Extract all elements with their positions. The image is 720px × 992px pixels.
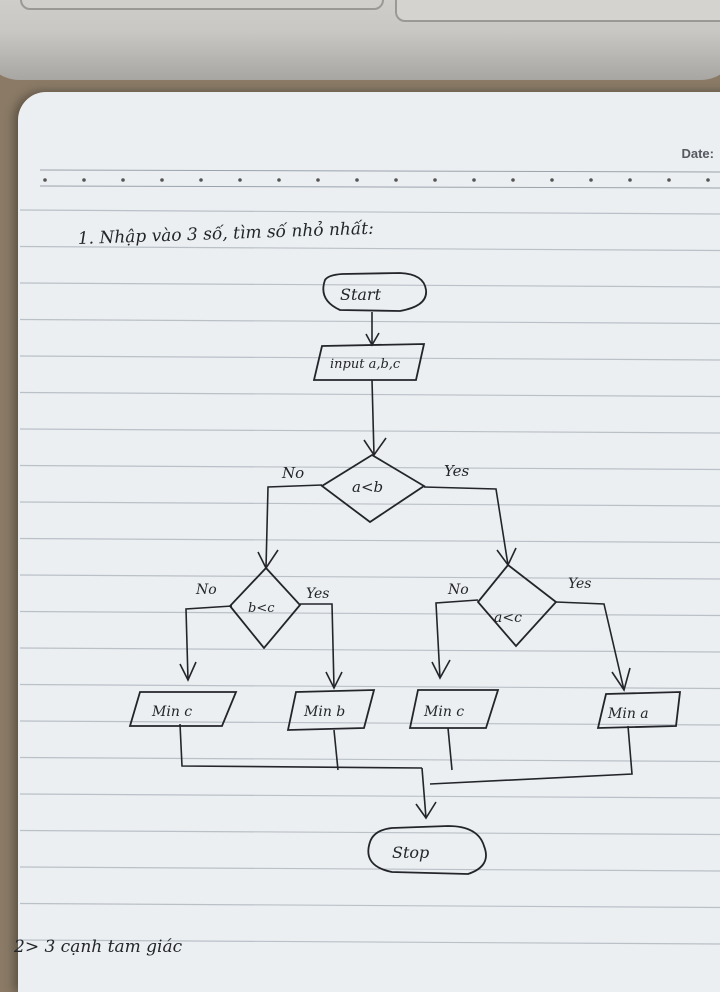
header-dot bbox=[238, 178, 242, 182]
decision-ab-label: a<b bbox=[352, 478, 383, 496]
flowchart-sheet: 1. Nhập vào 3 số, tìm số nhỏ nhất: bbox=[13, 169, 720, 957]
date-label: Date: bbox=[681, 146, 714, 161]
ruled-line bbox=[19, 318, 720, 325]
decision-a-lt-b: a<b bbox=[320, 453, 426, 524]
ruled-lines bbox=[19, 209, 720, 945]
stop-node: Stop bbox=[367, 825, 487, 875]
ruled-line bbox=[19, 355, 720, 361]
header-dot bbox=[433, 178, 437, 182]
ruled-line bbox=[19, 282, 720, 288]
ruled-line bbox=[19, 902, 720, 909]
header-dot bbox=[121, 178, 125, 182]
stop-label: Stop bbox=[392, 843, 429, 862]
header-dot bbox=[394, 178, 398, 182]
output-min-a: Min a bbox=[596, 691, 682, 729]
ruled-line bbox=[19, 501, 720, 507]
ruled-line bbox=[19, 209, 720, 215]
header-dot bbox=[472, 178, 476, 182]
start-node: Start bbox=[322, 272, 427, 312]
ruled-line bbox=[19, 756, 720, 763]
ruled-line bbox=[19, 866, 720, 872]
header-dot bbox=[316, 178, 320, 182]
header-dot bbox=[277, 178, 281, 182]
ruled-line bbox=[19, 939, 720, 945]
input-node: input a,b,c bbox=[312, 343, 426, 381]
header-dots bbox=[39, 169, 720, 189]
header-dot bbox=[628, 178, 632, 182]
laptop-key bbox=[395, 0, 720, 22]
header-dot bbox=[706, 178, 710, 182]
ruled-line bbox=[19, 464, 720, 471]
yes-label: Yes bbox=[306, 586, 330, 602]
no-label: No bbox=[447, 582, 469, 598]
ruled-line bbox=[19, 829, 720, 836]
header-dot bbox=[160, 178, 164, 182]
output-label: Min c bbox=[423, 704, 464, 720]
header-dot bbox=[355, 178, 359, 182]
ruled-line bbox=[19, 610, 720, 617]
output-label: Min b bbox=[303, 704, 345, 720]
header-dot bbox=[550, 178, 554, 182]
input-label: input a,b,c bbox=[330, 357, 401, 372]
ruled-line bbox=[19, 537, 720, 544]
decision-b-lt-c: b<c bbox=[228, 566, 302, 650]
header-dot bbox=[589, 178, 593, 182]
header-dot bbox=[82, 178, 86, 182]
header-dot bbox=[43, 178, 47, 182]
decision-ac-label: a<c bbox=[494, 610, 522, 626]
output-min-b: Min b bbox=[286, 689, 376, 731]
output-min-c-2: Min c bbox=[408, 689, 500, 729]
header-dot bbox=[667, 178, 671, 182]
output-min-c: Min c bbox=[128, 691, 238, 727]
ruled-line bbox=[19, 647, 720, 653]
ruled-line bbox=[19, 428, 720, 434]
ruled-line bbox=[19, 793, 720, 799]
yes-label: Yes bbox=[568, 576, 592, 592]
page-title: 1. Nhập vào 3 số, tìm số nhỏ nhất: bbox=[77, 219, 374, 249]
output-label: Min a bbox=[607, 706, 649, 722]
ruled-line bbox=[19, 245, 720, 252]
yes-label: Yes bbox=[444, 462, 469, 480]
header-dot bbox=[199, 178, 203, 182]
output-label: Min c bbox=[151, 704, 192, 720]
no-label: No bbox=[281, 464, 304, 482]
decision-bc-label: b<c bbox=[248, 601, 275, 616]
next-exercise-note: 2> 3 cạnh tam giác bbox=[13, 937, 183, 957]
ruled-line bbox=[19, 683, 720, 690]
start-label: Start bbox=[340, 285, 382, 304]
connectors bbox=[179, 312, 633, 820]
ruled-line bbox=[19, 391, 720, 398]
ruled-line bbox=[19, 720, 720, 726]
ruled-line bbox=[19, 574, 720, 580]
header-dot bbox=[511, 178, 515, 182]
decision-a-lt-c: a<c bbox=[476, 563, 558, 648]
no-label: No bbox=[195, 582, 217, 598]
